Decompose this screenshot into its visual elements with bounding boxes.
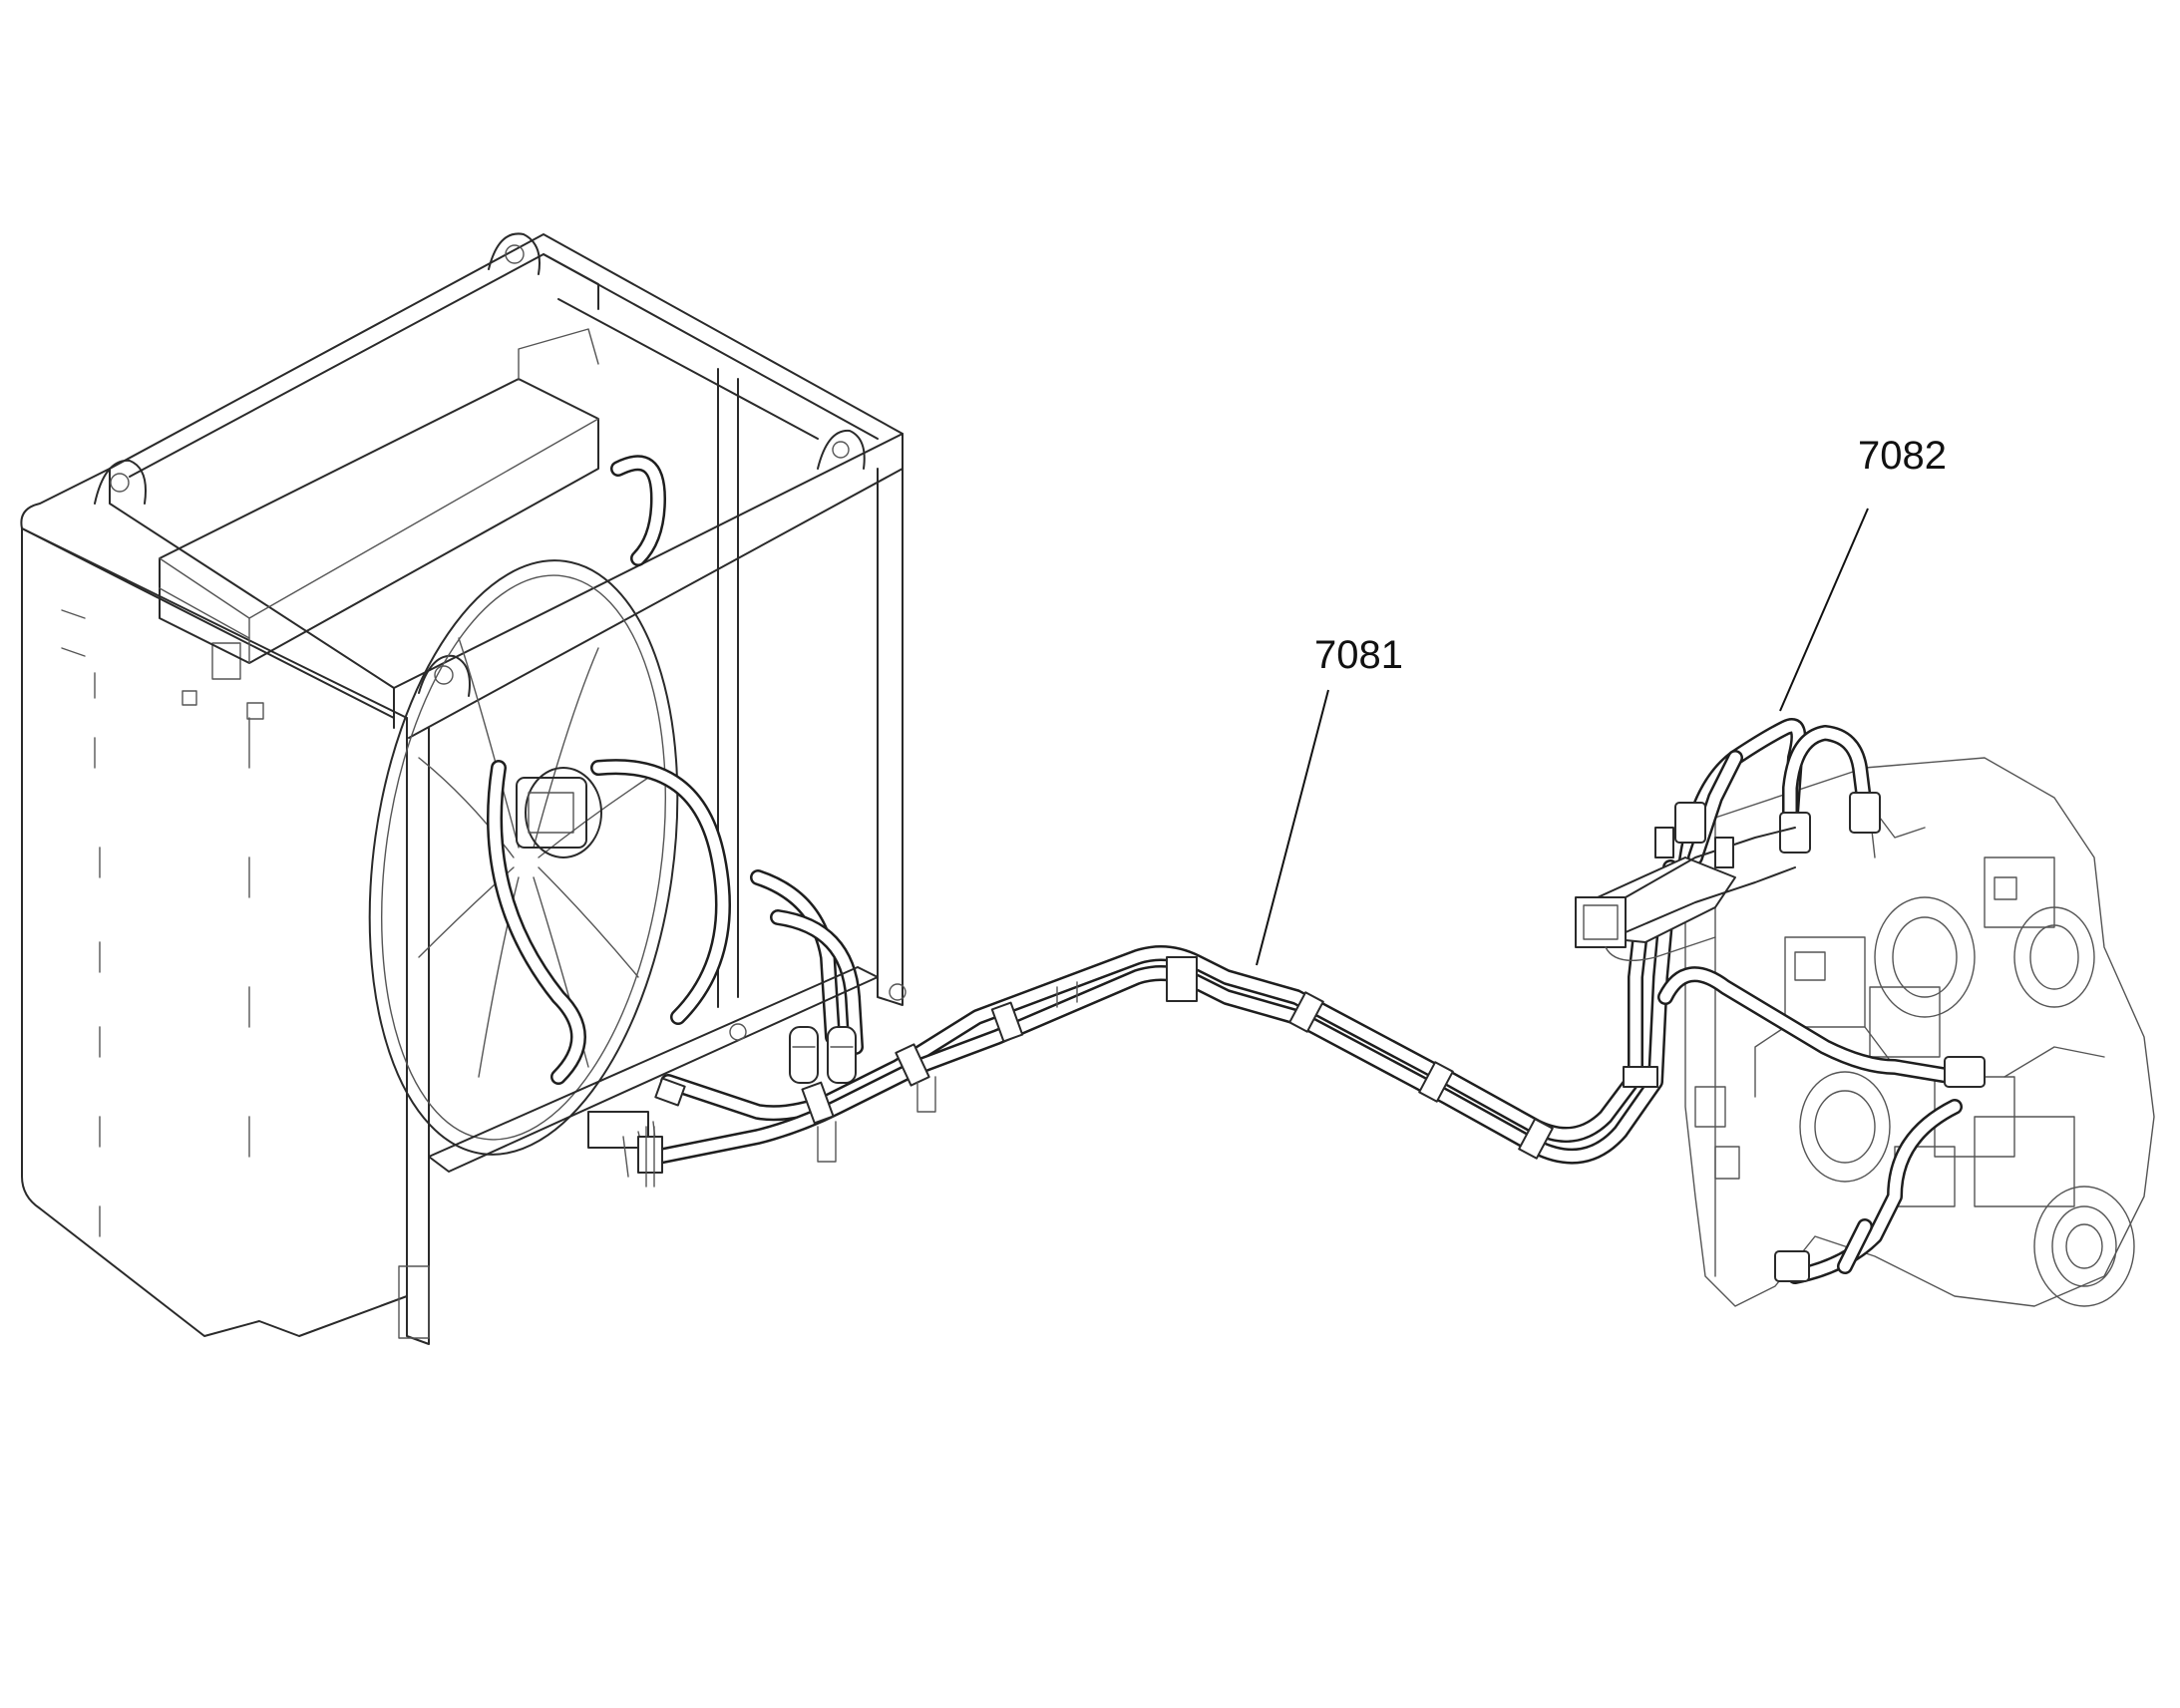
hose-7082 [1657, 718, 1986, 1284]
cooling-fan [368, 559, 679, 1156]
callout-label-7081: 7081 [1314, 633, 1403, 677]
leader-7081 [1256, 689, 1329, 966]
callout-label-7082: 7082 [1858, 434, 1947, 478]
valve-sensor-block [1575, 827, 1796, 961]
cooler-frame [20, 232, 904, 1345]
callout-leaders [1256, 508, 1869, 966]
cooler-internal-hoses [428, 455, 907, 1178]
pump-transmission [1684, 757, 2155, 1307]
leader-7082 [1779, 508, 1869, 712]
hose-7081 [637, 859, 1678, 1188]
